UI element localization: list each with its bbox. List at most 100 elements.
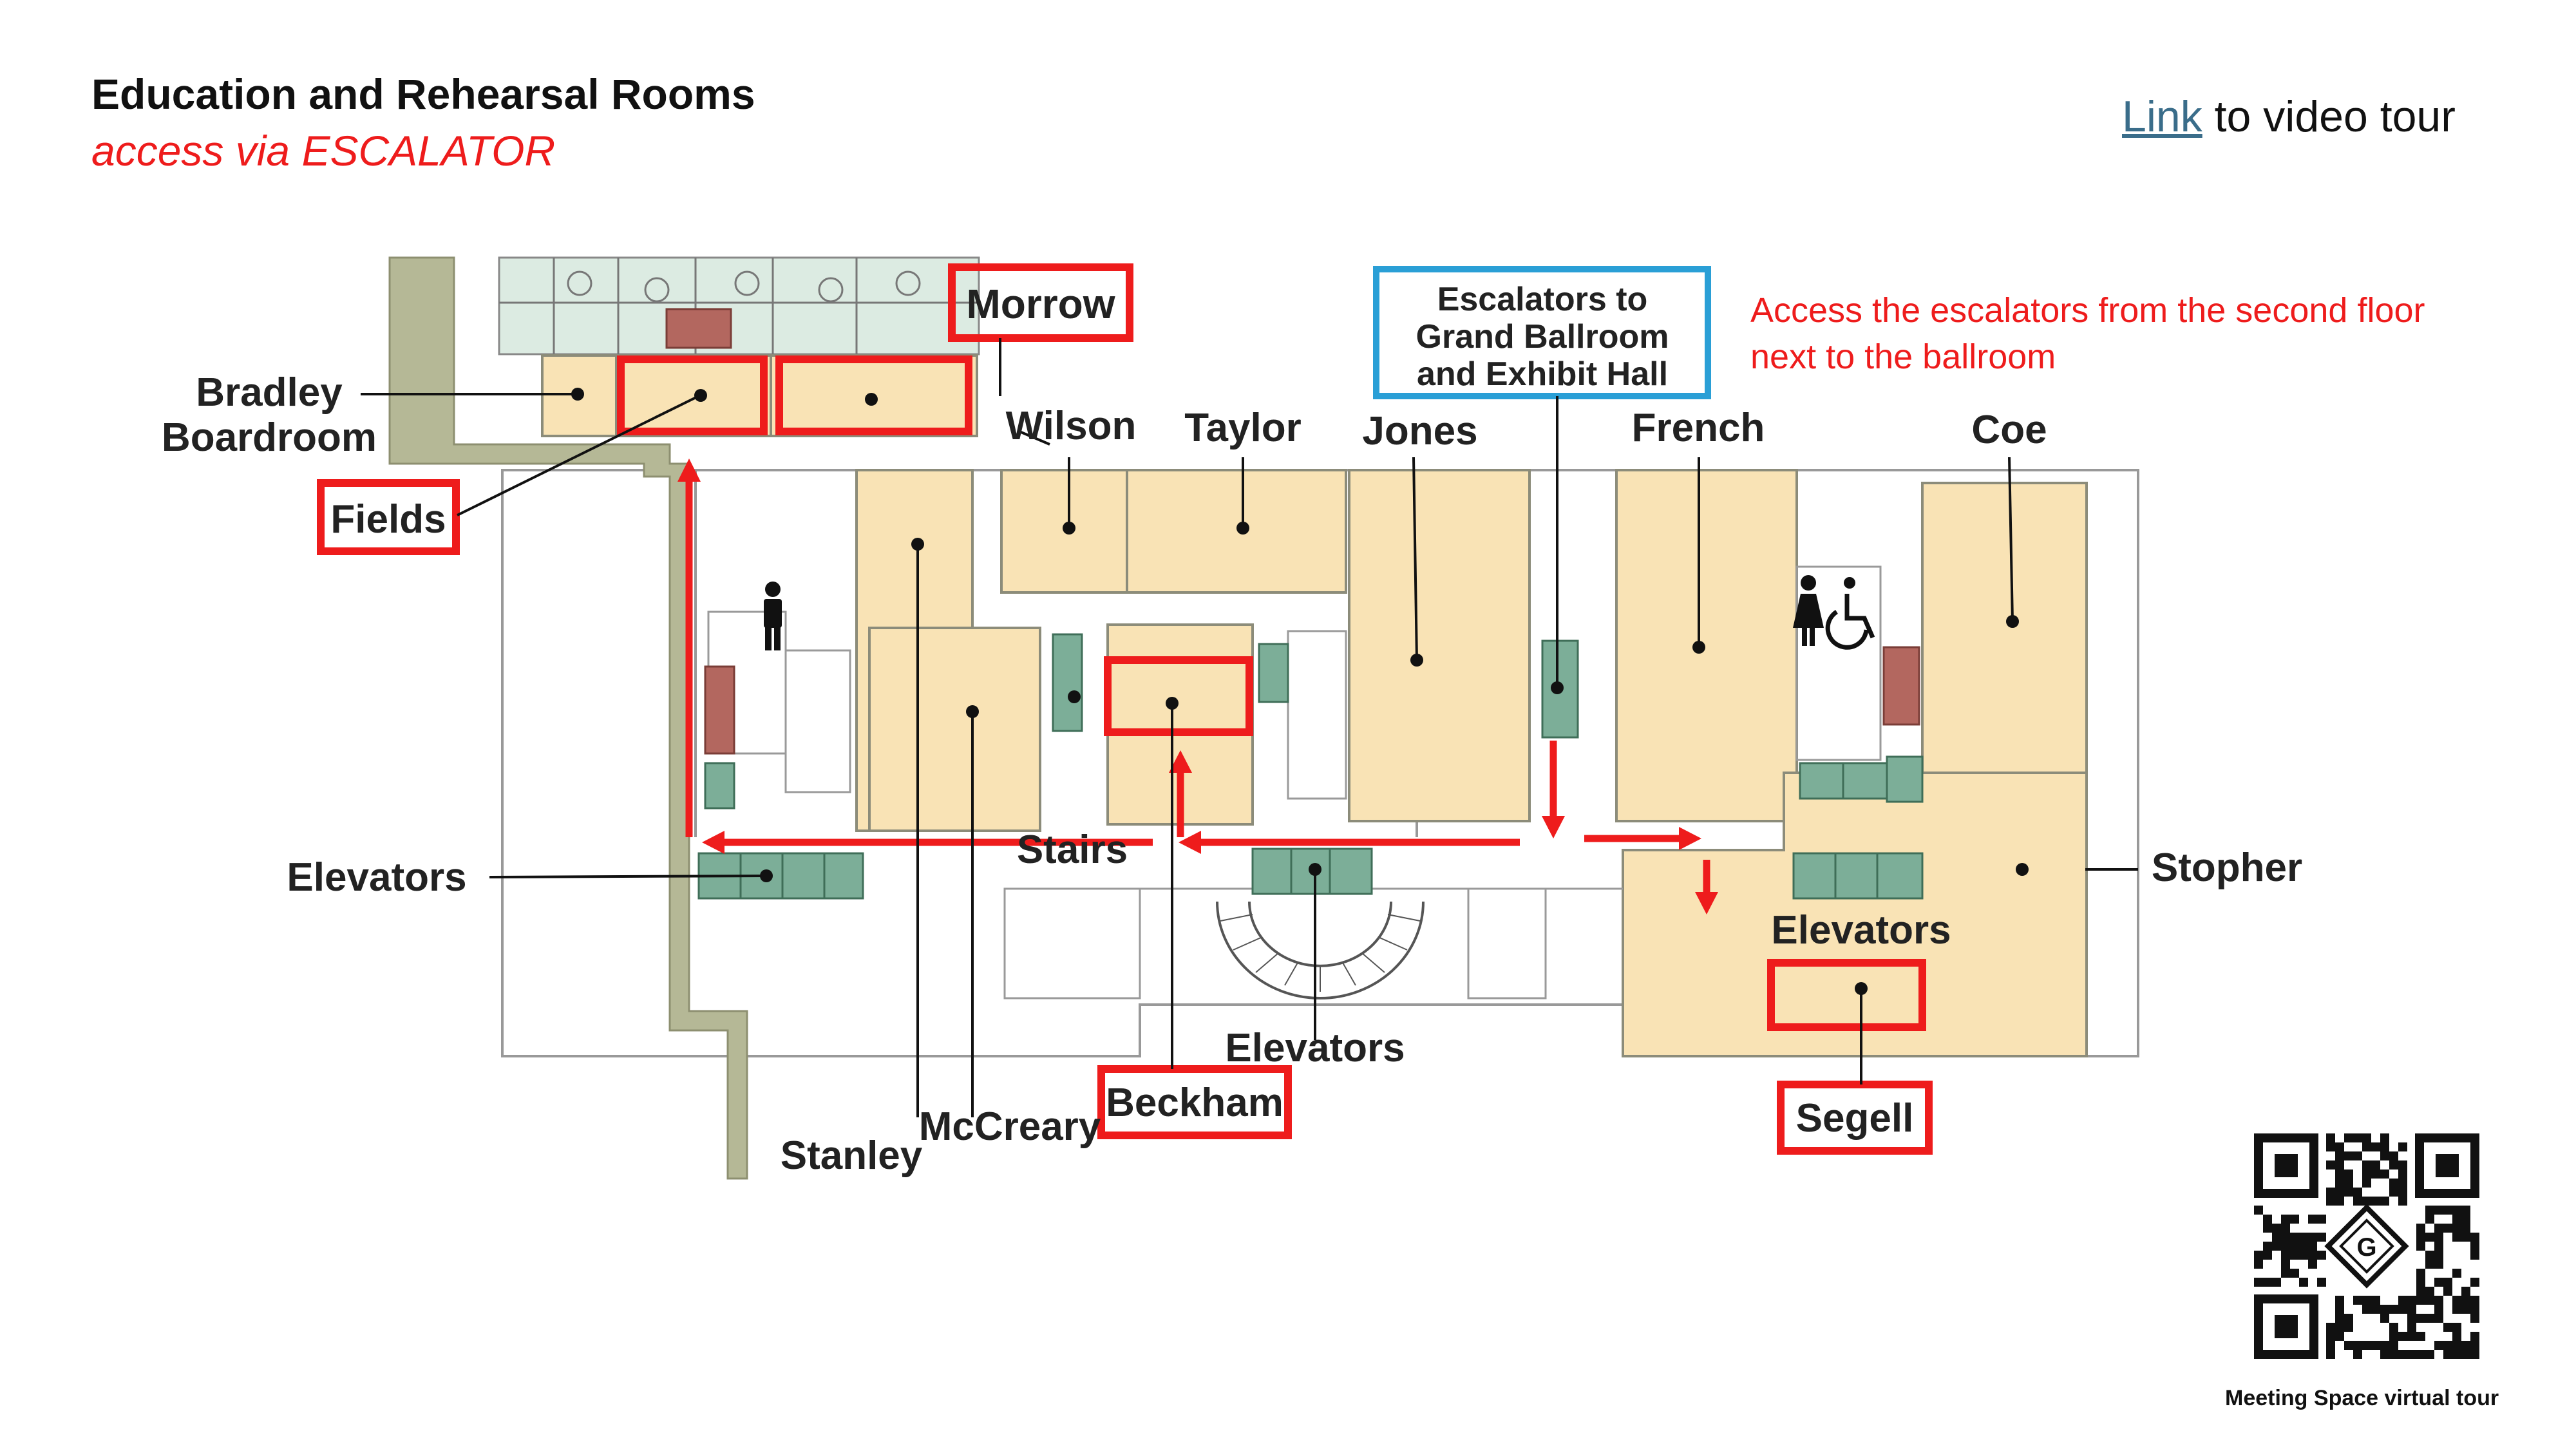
qr-module — [2281, 1215, 2290, 1224]
qr-module — [2281, 1233, 2290, 1242]
callout-line-2: Grand Ballroom — [1416, 318, 1669, 355]
qr-module — [2362, 1296, 2371, 1305]
video-tour-link[interactable]: Link — [2122, 92, 2202, 141]
qr-module — [2434, 1341, 2443, 1350]
qr-module — [2326, 1323, 2335, 1332]
label-stairs: Stairs — [1017, 828, 1128, 872]
qr-module — [2353, 1188, 2362, 1197]
qr-module — [2353, 1350, 2362, 1359]
stair-blocks — [704, 646, 1920, 755]
qr-module — [2434, 1242, 2443, 1251]
label-boardroom: Boardroom — [162, 415, 377, 460]
label-segell: Segell — [1796, 1096, 1914, 1141]
qr-module — [2470, 1350, 2479, 1359]
qr-module — [2281, 1251, 2290, 1260]
qr-module — [2353, 1296, 2362, 1305]
label-fields: Fields — [330, 497, 446, 542]
qr-module — [2461, 1350, 2470, 1359]
qr-module — [2290, 1251, 2299, 1260]
qr-module — [2398, 1160, 2407, 1170]
qr-module — [2344, 1323, 2353, 1332]
qr-caption: Meeting Space virtual tour — [2225, 1386, 2499, 1410]
qr-module — [2434, 1296, 2443, 1305]
qr-module — [2434, 1224, 2443, 1233]
qr-module — [2308, 1233, 2317, 1242]
video-tour-link-line: Link to video tour — [2122, 91, 2456, 142]
qr-module — [2335, 1323, 2344, 1332]
qr-module — [2389, 1332, 2398, 1341]
qr-module — [2263, 1278, 2272, 1287]
qr-module — [2371, 1170, 2380, 1179]
label-taylor: Taylor — [1184, 406, 1301, 450]
qr-module — [2299, 1242, 2308, 1251]
qr-module — [2398, 1350, 2407, 1359]
qr-module — [2380, 1197, 2389, 1206]
qr-module — [2407, 1305, 2416, 1314]
qr-module — [2452, 1296, 2461, 1305]
upper-floor-area — [498, 256, 980, 355]
qr-module — [2335, 1160, 2344, 1170]
qr-module — [2317, 1278, 2326, 1287]
qr-code[interactable]: G — [2254, 1133, 2479, 1359]
qr-module — [2470, 1242, 2479, 1251]
qr-module — [2362, 1133, 2371, 1142]
qr-module — [2416, 1224, 2425, 1233]
room-stopher — [1622, 772, 2088, 1057]
qr-module — [2335, 1305, 2344, 1314]
escalator-access-note: Access the escalators from the second fl… — [1750, 291, 2425, 376]
qr-module — [2254, 1278, 2263, 1287]
qr-module — [2398, 1142, 2407, 1151]
qr-module — [2281, 1269, 2290, 1278]
qr-module — [2353, 1341, 2362, 1350]
qr-module — [2389, 1188, 2398, 1197]
qr-module — [2443, 1224, 2452, 1233]
qr-module — [2398, 1170, 2407, 1179]
page-title: Education and Rehearsal Rooms — [91, 70, 755, 118]
room-fields — [615, 354, 772, 437]
qr-module — [2344, 1314, 2353, 1323]
qr-module — [2443, 1278, 2452, 1287]
qr-module — [2461, 1341, 2470, 1350]
qr-module — [2425, 1296, 2434, 1305]
qr-module — [2452, 1224, 2461, 1233]
qr-module — [2308, 1215, 2317, 1224]
qr-module — [2272, 1224, 2281, 1233]
qr-module — [2425, 1233, 2434, 1242]
qr-module — [2380, 1133, 2389, 1142]
qr-module — [2443, 1323, 2452, 1332]
room-taylor — [1126, 469, 1347, 594]
mens-restroom-icon — [764, 582, 782, 650]
qr-module — [2371, 1341, 2380, 1350]
label-elevators-left: Elevators — [287, 855, 466, 900]
qr-module — [2389, 1305, 2398, 1314]
interior-details — [707, 565, 1882, 999]
qr-module — [2425, 1287, 2434, 1296]
accessible-restroom-icon — [1825, 577, 1875, 650]
qr-module — [2290, 1215, 2299, 1224]
qr-module — [2461, 1296, 2470, 1305]
label-stopher: Stopher — [2152, 846, 2302, 890]
qr-module — [2416, 1296, 2425, 1305]
qr-module — [2290, 1242, 2299, 1251]
room-labels: Morrow Bradley Boardroom Fields Wilson T… — [162, 281, 2302, 1178]
qr-module — [2371, 1197, 2380, 1206]
qr-module — [2317, 1233, 2326, 1242]
highlight-morrow-label — [948, 263, 1133, 342]
qr-module — [2263, 1242, 2272, 1251]
qr-module — [2425, 1206, 2434, 1215]
highlight-beckham-room — [1104, 656, 1253, 736]
qr-module — [2308, 1260, 2317, 1269]
label-morrow: Morrow — [966, 281, 1115, 327]
qr-module — [2398, 1188, 2407, 1197]
label-french: French — [1632, 406, 1765, 450]
qr-module — [2470, 1278, 2479, 1287]
qr-module — [2398, 1332, 2407, 1341]
highlight-fields-label — [317, 479, 460, 555]
qr-module — [2371, 1160, 2380, 1170]
qr-module — [2335, 1296, 2344, 1305]
qr-module — [2434, 1260, 2443, 1269]
qr-module — [2263, 1251, 2272, 1260]
qr-module — [2416, 1233, 2425, 1242]
qr-module — [2398, 1305, 2407, 1314]
